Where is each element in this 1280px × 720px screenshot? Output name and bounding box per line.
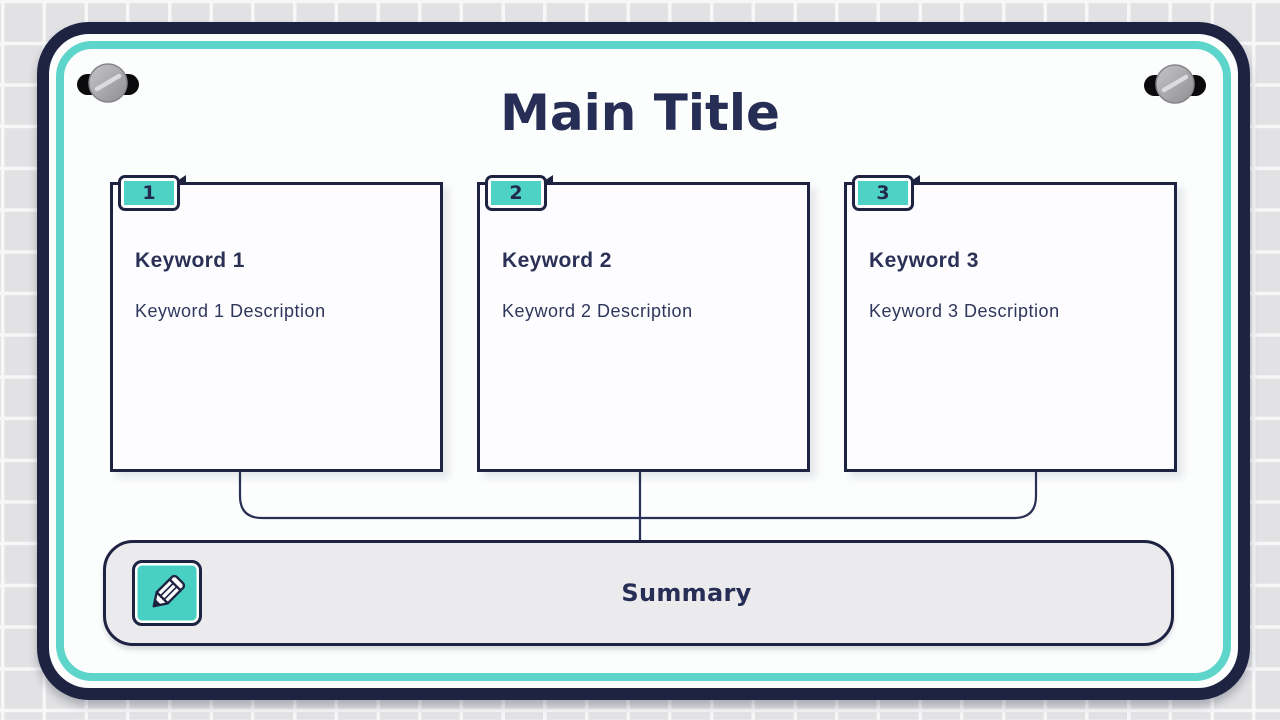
summary-label: Summary — [621, 579, 752, 607]
pencil-icon-box — [132, 560, 202, 626]
card-number: 1 — [124, 181, 174, 205]
card-keyword: Keyword 2 — [502, 249, 612, 272]
card-number-tab: 2 — [485, 175, 553, 211]
card-keyword: Keyword 3 — [869, 249, 979, 272]
card-description: Keyword 3 Description — [869, 301, 1060, 321]
card-number: 2 — [491, 181, 541, 205]
card-number-tab: 3 — [852, 175, 920, 211]
page-title: Main Title — [500, 84, 780, 142]
card-number-tab: 1 — [118, 175, 186, 211]
keyword-card-3: 3 Keyword 3 Keyword 3 Description — [844, 175, 1177, 472]
summary-bar: Summary — [103, 540, 1174, 646]
screw-icon — [77, 63, 139, 103]
card-keyword: Keyword 1 — [135, 249, 245, 272]
pencil-icon — [152, 574, 186, 608]
card-number: 3 — [858, 181, 908, 205]
screw-icon — [1144, 64, 1206, 104]
card-description: Keyword 1 Description — [135, 301, 326, 321]
card-description: Keyword 2 Description — [502, 301, 693, 321]
keyword-card-2: 2 Keyword 2 Keyword 2 Description — [477, 175, 810, 472]
keyword-card-1: 1 Keyword 1 Keyword 1 Description — [110, 175, 443, 472]
